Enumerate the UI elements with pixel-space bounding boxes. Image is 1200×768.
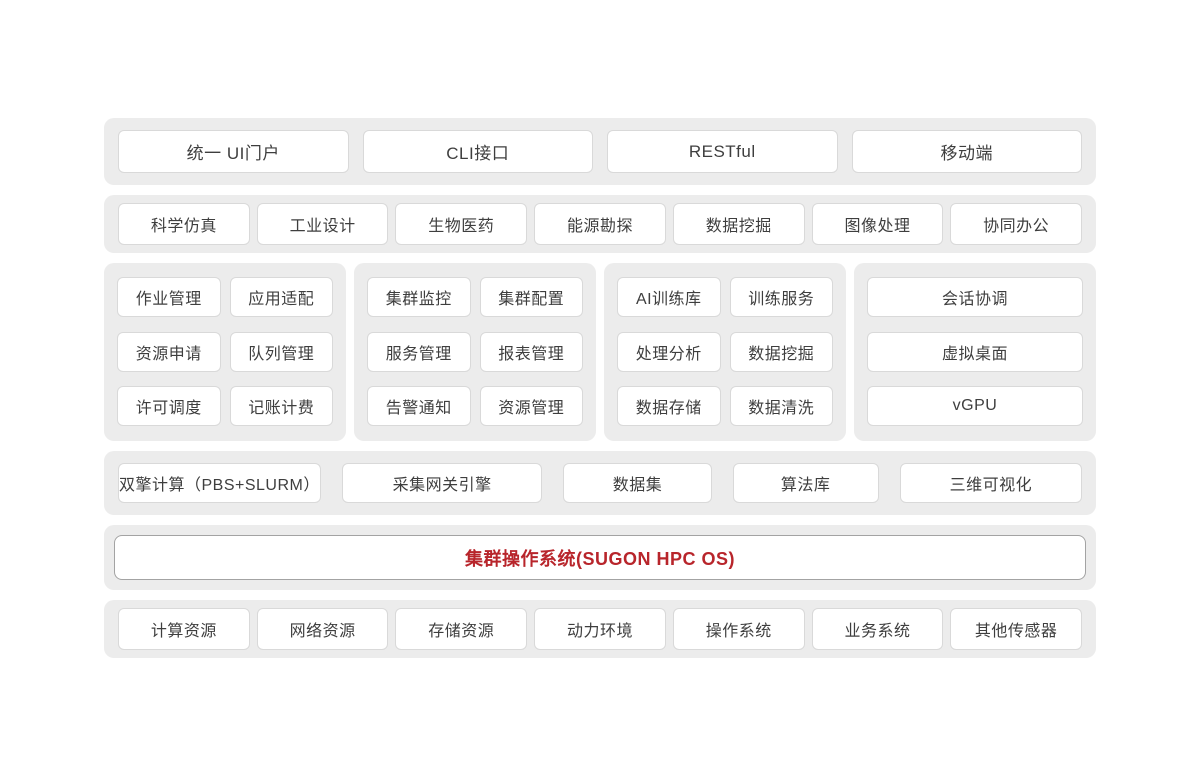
ai-data-group: AI训练库 训练服务 处理分析 数据挖掘 数据存储 数据清洗 [604, 263, 846, 441]
platform-box: 处理分析 [617, 331, 721, 372]
platform-box: 会话协调 [867, 277, 1083, 317]
resource-box: 动力环境 [534, 608, 666, 650]
application-box: 数据挖掘 [672, 203, 805, 245]
platform-box: 作业管理 [117, 277, 221, 317]
architecture-diagram: 统一 UI门户 CLI接口 RESTful 移动端 科学仿真 工业设计 生物医药… [104, 118, 1096, 658]
engine-box: 采集网关引擎 [341, 463, 543, 503]
access-layer-box: RESTful [607, 130, 838, 173]
access-layer-box: CLI接口 [362, 130, 593, 173]
application-box: 科学仿真 [118, 203, 250, 245]
access-layer-box: 统一 UI门户 [118, 130, 349, 173]
platform-box: 报表管理 [479, 331, 583, 372]
resource-box: 业务系统 [811, 608, 944, 650]
application-box: 协同办公 [950, 203, 1083, 245]
platform-box: AI训练库 [617, 277, 721, 317]
platform-box: 训练服务 [729, 277, 833, 317]
engine-box: 三维可视化 [899, 463, 1082, 503]
resource-box: 网络资源 [256, 608, 389, 650]
application-layer-band: 科学仿真 工业设计 生物医药 能源勘探 数据挖掘 图像处理 协同办公 [104, 195, 1096, 253]
access-layer-box: 移动端 [851, 130, 1082, 173]
access-layer-band: 统一 UI门户 CLI接口 RESTful 移动端 [104, 118, 1096, 185]
resource-box: 操作系统 [672, 608, 805, 650]
platform-box: 队列管理 [229, 331, 333, 372]
application-box: 图像处理 [811, 203, 944, 245]
platform-box: 记账计费 [229, 386, 333, 427]
cluster-management-group: 集群监控 集群配置 服务管理 报表管理 告警通知 资源管理 [354, 263, 596, 441]
engine-box: 双擎计算（PBS+SLURM） [118, 463, 321, 503]
platform-box: 集群监控 [367, 277, 471, 317]
platform-box: 数据清洗 [729, 386, 833, 427]
application-box: 工业设计 [256, 203, 389, 245]
cluster-os-title: 集群操作系统(SUGON HPC OS) [114, 535, 1086, 580]
platform-box: 虚拟桌面 [867, 331, 1083, 372]
platform-box: 数据挖掘 [729, 331, 833, 372]
platform-box: vGPU [867, 386, 1083, 427]
resource-layer-band: 计算资源 网络资源 存储资源 动力环境 操作系统 业务系统 其他传感器 [104, 600, 1096, 658]
engine-box: 数据集 [563, 463, 712, 503]
application-box: 能源勘探 [534, 203, 666, 245]
platform-box: 资源管理 [479, 386, 583, 427]
platform-box: 告警通知 [367, 386, 471, 427]
resource-box: 计算资源 [118, 608, 250, 650]
resource-box: 存储资源 [395, 608, 528, 650]
platform-box: 数据存储 [617, 386, 721, 427]
platform-box: 应用适配 [229, 277, 333, 317]
application-box: 生物医药 [395, 203, 528, 245]
engine-box: 算法库 [732, 463, 879, 503]
platform-box: 服务管理 [367, 331, 471, 372]
os-layer-band: 集群操作系统(SUGON HPC OS) [104, 525, 1096, 590]
platform-layer-row: 作业管理 应用适配 资源申请 队列管理 许可调度 记账计费 集群监控 集群配置 … [104, 263, 1096, 441]
job-management-group: 作业管理 应用适配 资源申请 队列管理 许可调度 记账计费 [104, 263, 346, 441]
platform-box: 集群配置 [479, 277, 583, 317]
session-group: 会话协调 虚拟桌面 vGPU [854, 263, 1096, 441]
resource-box: 其他传感器 [950, 608, 1083, 650]
platform-box: 许可调度 [117, 386, 221, 427]
platform-box: 资源申请 [117, 331, 221, 372]
engine-layer-band: 双擎计算（PBS+SLURM） 采集网关引擎 数据集 算法库 三维可视化 [104, 451, 1096, 515]
